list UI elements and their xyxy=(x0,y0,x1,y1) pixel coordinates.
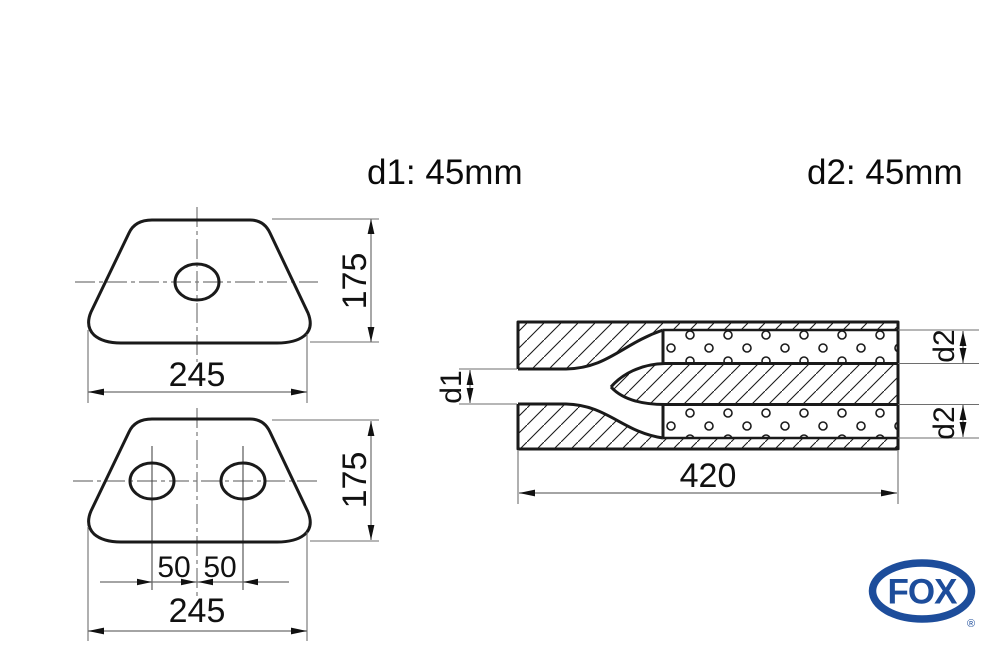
dim-d1-label: d1 xyxy=(435,370,468,403)
y-pipe-interior xyxy=(518,330,663,438)
front-view-double-hole: 175 50 50 245 xyxy=(73,408,379,641)
dim-height-175: 175 xyxy=(272,419,379,542)
dim-50-right-label: 50 xyxy=(203,551,236,584)
arrowhead-down xyxy=(367,525,375,540)
dim-outlet-d2-bottom: d2 xyxy=(898,403,979,440)
arrowhead-right xyxy=(137,578,152,586)
inlet-wall-top xyxy=(518,328,664,371)
dim-d2-bottom-label: d2 xyxy=(928,406,961,439)
end-plate-outline xyxy=(87,417,312,544)
splitter-wall-bottom xyxy=(609,385,898,406)
perforation-holes-top xyxy=(663,330,898,364)
arrowhead-down xyxy=(959,348,967,363)
arrowhead-left xyxy=(519,489,535,497)
arrowhead-down xyxy=(959,422,967,437)
arrowhead-right xyxy=(291,627,307,635)
end-plate-outline xyxy=(87,218,312,345)
dim-width-245: 245 xyxy=(87,330,308,403)
dim-175-label: 175 xyxy=(336,452,374,509)
outlet-hole-right xyxy=(219,461,267,501)
d1-spec-label: d1: 45mm xyxy=(367,153,523,192)
dim-width-245: 245 xyxy=(87,527,308,641)
fox-logo: FOX ® xyxy=(868,559,976,630)
dim-420-label: 420 xyxy=(680,457,737,495)
arrowhead-up xyxy=(367,219,375,234)
dim-d2-top-label: d2 xyxy=(928,329,961,362)
can-outline xyxy=(516,320,900,451)
arrowhead-down xyxy=(367,327,375,342)
dim-hole-pitch-50-50: 50 50 xyxy=(100,551,289,586)
outlet-hole-left xyxy=(128,461,176,501)
inlet-wall-bottom xyxy=(518,402,664,440)
dim-175-label: 175 xyxy=(336,253,374,310)
arrowhead-left xyxy=(88,627,104,635)
registered-mark: ® xyxy=(967,618,975,630)
arrowhead-up xyxy=(466,370,474,385)
dim-outlet-d2-top: d2 xyxy=(898,329,979,365)
spec-labels: d1: 45mm d2: 45mm xyxy=(367,153,963,192)
arrowhead-right xyxy=(291,388,307,396)
dim-245-label: 245 xyxy=(169,592,226,630)
inlet-hole xyxy=(173,262,221,302)
dim-50-left-label: 50 xyxy=(157,551,190,584)
dim-height-175: 175 xyxy=(272,218,379,343)
arrowhead-up xyxy=(959,405,967,420)
arrowhead-left xyxy=(243,578,258,586)
fox-logo-ellipse xyxy=(868,559,976,623)
d2-spec-label: d2: 45mm xyxy=(807,153,963,192)
perforation-holes-bottom xyxy=(663,404,898,438)
arrowhead-left xyxy=(88,388,104,396)
arrowhead-right xyxy=(881,489,897,497)
dim-inlet-d1: d1 xyxy=(435,368,517,405)
arrowhead-left xyxy=(198,578,213,586)
dim-length-420: 420 xyxy=(517,451,899,504)
arrowhead-up xyxy=(367,421,375,436)
arrowhead-up xyxy=(959,331,967,346)
arrowhead-down xyxy=(466,388,474,403)
side-view-section: d1 d2 d2 420 xyxy=(435,320,979,504)
arrowhead-right xyxy=(181,578,196,586)
fox-logo-text: FOX xyxy=(888,573,959,612)
splitter-wall-top xyxy=(609,362,898,388)
dim-245-label: 245 xyxy=(169,356,226,394)
front-view-single-hole: 175 245 xyxy=(75,207,379,403)
